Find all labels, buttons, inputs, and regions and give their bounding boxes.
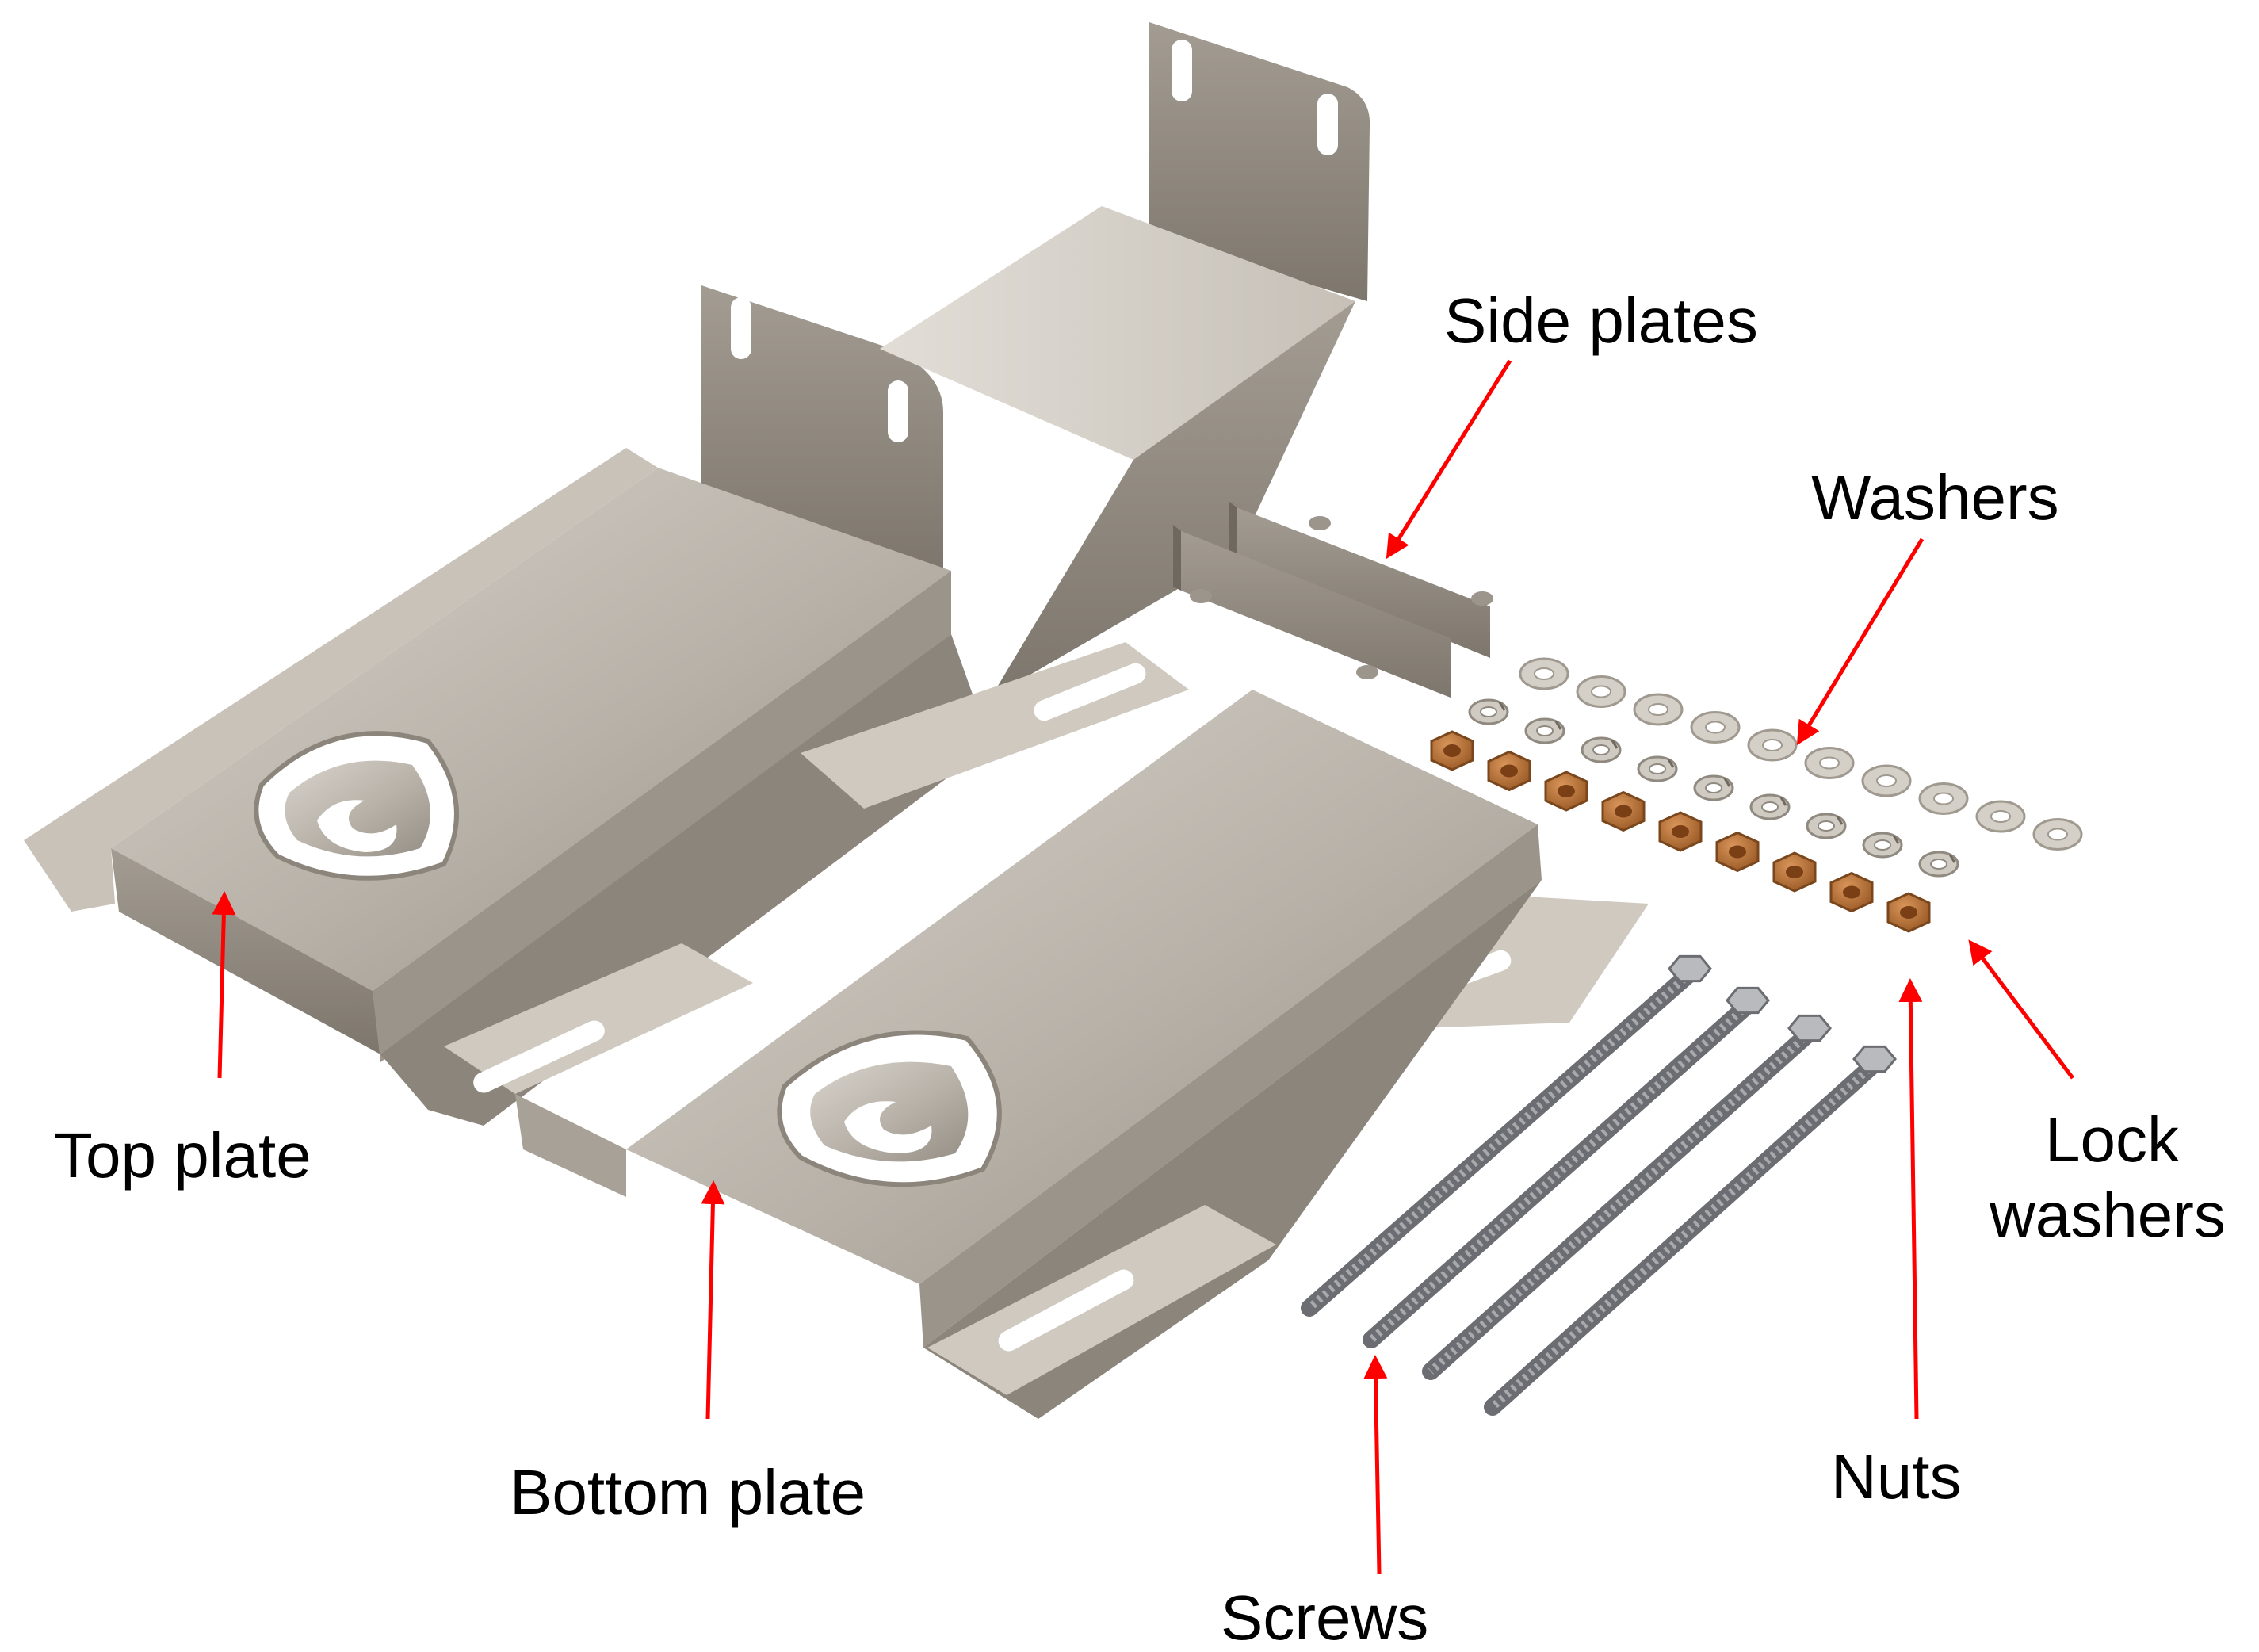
lock-washer [1862, 832, 1903, 859]
lock-washers [1468, 698, 1959, 878]
top-plate-front-wall [373, 571, 951, 1062]
top-plate-label: Top plate [54, 1120, 312, 1191]
top-plate-front-tab [701, 285, 943, 571]
lock-washers-arrow [1968, 939, 2074, 1080]
nuts-label: Nuts [1831, 1441, 1962, 1512]
nut [1658, 811, 1703, 852]
lock-washer [1806, 813, 1847, 839]
slot-hole [1317, 94, 1338, 155]
screw [1422, 1014, 1832, 1380]
side-plates-arrow [1386, 359, 1512, 560]
slot-hole [998, 1269, 1134, 1352]
bottom-plate-front-wall [919, 824, 1542, 1348]
slot-hole [560, 1079, 677, 1145]
side-plate [1229, 501, 1493, 658]
washers-label: Washers [1811, 462, 2059, 533]
washer [1519, 657, 1569, 690]
washers [1519, 657, 2083, 851]
lock-washers-label-line2: washers [1989, 1180, 2226, 1250]
screws-label: Screws [1221, 1582, 1428, 1652]
slot-hole [888, 380, 908, 442]
nut [1544, 771, 1588, 812]
nut [1886, 892, 1931, 933]
top-plate-rear-deck [880, 206, 1355, 460]
lock-washer [1468, 698, 1509, 725]
screw [1484, 1045, 1897, 1416]
top-plate-rear-wall [991, 301, 1355, 698]
side-plates-label: Side plates [1444, 285, 1758, 356]
lock-washers-label-line1: Lock [2045, 1104, 2180, 1175]
nut [1772, 851, 1817, 893]
cs-logo [254, 731, 459, 881]
nut [1715, 831, 1760, 873]
washer [1918, 782, 1969, 815]
top-plate-left-flange [24, 448, 658, 912]
nut [1487, 750, 1531, 792]
nuts-arrow [1898, 978, 1923, 1420]
washer [1975, 800, 2026, 833]
nut [1829, 871, 1874, 913]
washer [2032, 818, 2083, 851]
nut [1601, 790, 1646, 832]
washer [1747, 728, 1798, 762]
washer [1804, 747, 1855, 779]
lock-washer [1918, 851, 1959, 878]
cs-logo [777, 1030, 1002, 1187]
lock-washer [1693, 774, 1734, 801]
washers-arrow [1796, 537, 1925, 746]
slot-hole [473, 1020, 605, 1093]
washer [1633, 693, 1684, 726]
lock-washer [1524, 717, 1565, 744]
side-plates [1173, 501, 1493, 698]
screw [1301, 954, 1712, 1317]
washer [1690, 711, 1741, 744]
lock-washer [1637, 755, 1678, 782]
callout-arrows [212, 359, 2074, 1574]
slot-hole [1172, 40, 1192, 101]
screws-arrow [1363, 1355, 1388, 1574]
washer [1861, 764, 1912, 797]
side-plate [1173, 525, 1451, 698]
nuts [1430, 730, 1931, 933]
bottom-plate-label: Bottom plate [510, 1457, 866, 1528]
bottom-plate-arrow [701, 1180, 725, 1420]
top-plate-rear-tab [1149, 22, 1370, 301]
slot-hole [731, 297, 751, 359]
bottom-plate [444, 642, 1649, 1419]
screw [1363, 986, 1770, 1348]
screws [1301, 954, 1897, 1416]
lock-washer [1749, 793, 1791, 820]
lock-washer [1581, 736, 1622, 763]
nut [1430, 730, 1474, 771]
washer [1576, 675, 1626, 708]
slot-hole [1034, 663, 1146, 721]
top-plate-arrow [212, 891, 236, 1079]
